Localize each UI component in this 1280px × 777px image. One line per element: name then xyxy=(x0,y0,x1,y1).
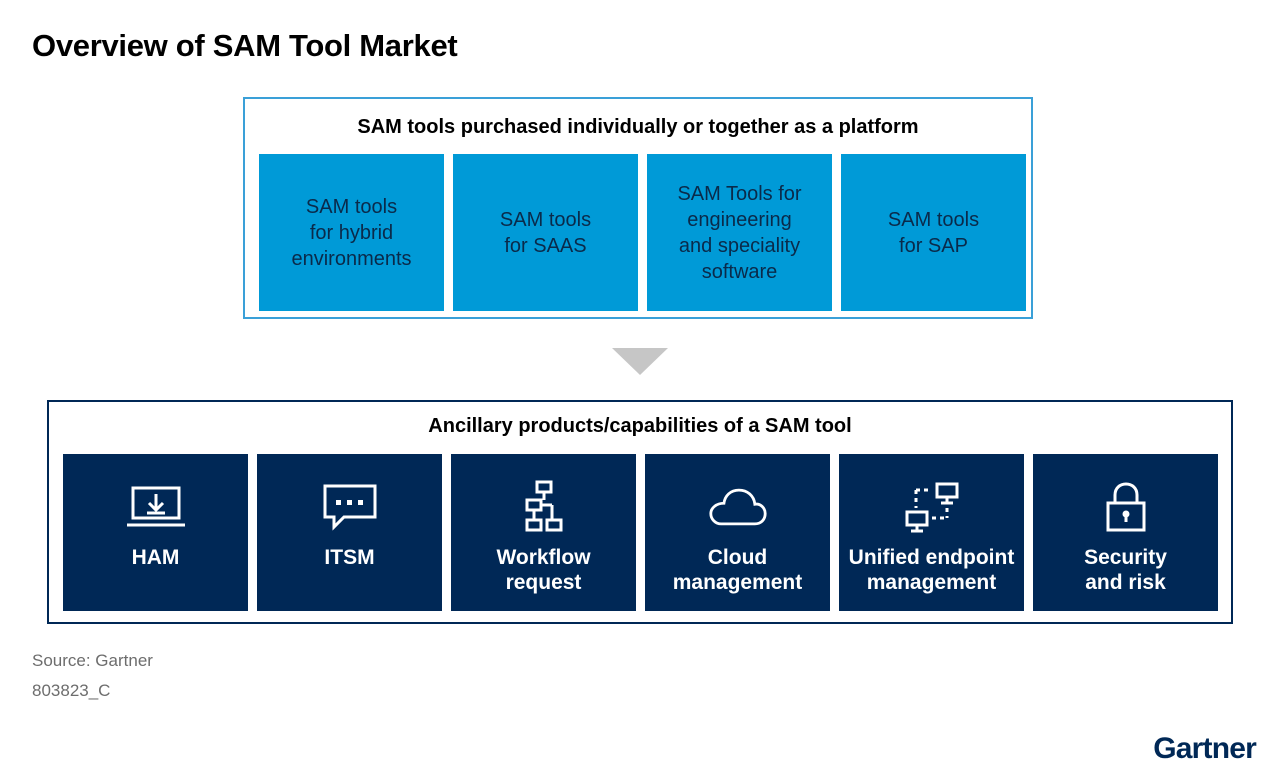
sam-tools-heading: SAM tools purchased individually or toge… xyxy=(357,116,919,138)
source-note: Source: Gartner xyxy=(32,651,153,670)
page-title: Overview of SAM Tool Market xyxy=(32,28,458,63)
down-arrow-icon xyxy=(612,348,668,375)
ancillary-heading: Ancillary products/capabilities of a SAM… xyxy=(428,415,852,437)
security-risk-box: Security and risk xyxy=(1033,454,1218,611)
itsm-box: ITSM xyxy=(257,454,442,611)
cloud-management-label: Cloud management xyxy=(672,546,803,594)
ham-box: HAM xyxy=(63,454,248,611)
saas-box: SAM tools for SAAS xyxy=(453,154,638,311)
cloud-icon xyxy=(708,481,768,533)
gartner-logo: Gartner xyxy=(1153,732,1257,765)
ham-label: HAM xyxy=(131,546,180,569)
hybrid-environments-box: SAM tools for hybrid environments xyxy=(259,154,444,311)
workflow-icon xyxy=(514,480,574,533)
ancillary-section: Ancillary products/capabilities of a SAM… xyxy=(47,400,1233,624)
itsm-label: ITSM xyxy=(324,546,375,569)
cloud-management-box: Cloud management xyxy=(645,454,830,611)
lock-icon xyxy=(1096,481,1156,533)
figure-code: 803823_C xyxy=(32,681,111,700)
workflow-request-label: Workflow request xyxy=(496,546,591,594)
chat-bubble-icon xyxy=(320,481,380,533)
network-endpoints-icon xyxy=(902,481,962,533)
unified-endpoint-box: Unified endpoint management xyxy=(839,454,1024,611)
sap-box: SAM tools for SAP xyxy=(841,154,1026,311)
security-risk-label: Security and risk xyxy=(1084,546,1167,594)
engineering-software-box: SAM Tools for engineering and speciality… xyxy=(647,154,832,311)
sam-tools-section: SAM tools purchased individually or toge… xyxy=(243,97,1033,319)
unified-endpoint-label: Unified endpoint management xyxy=(848,546,1015,594)
laptop-download-icon xyxy=(126,481,186,533)
workflow-request-box: Workflow request xyxy=(451,454,636,611)
